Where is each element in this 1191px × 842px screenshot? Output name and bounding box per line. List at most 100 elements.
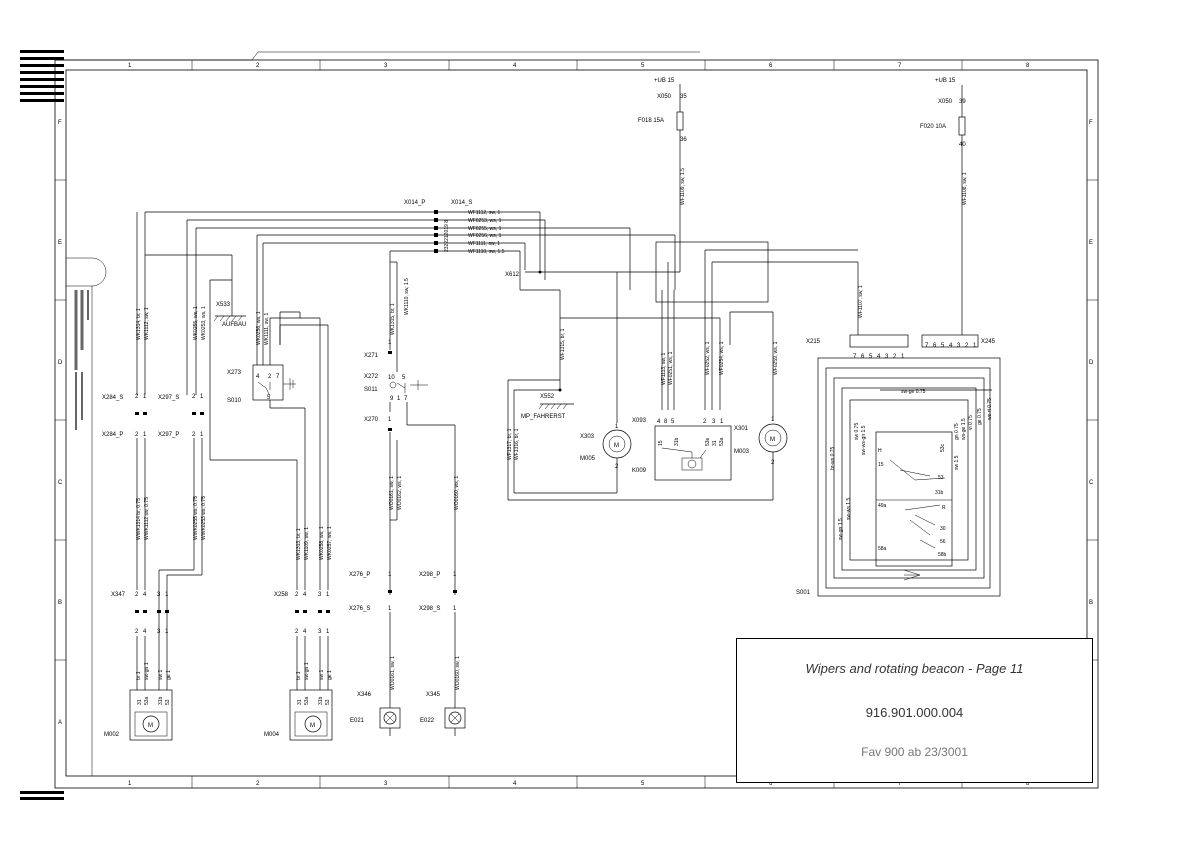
- s010-label: S010: [227, 398, 242, 404]
- m004-wire-ge: ge 1: [327, 670, 333, 680]
- supply-right-fuse: F020 10A: [920, 124, 946, 130]
- x215-pin-7: 7: [853, 354, 857, 360]
- svg-text:M: M: [770, 437, 775, 443]
- svg-text:M: M: [310, 723, 315, 729]
- motor-m005-branch: WF1315, br, 1 X552 MP_FAHRERST WF1317, b…: [507, 272, 773, 501]
- m002-label: M002: [104, 732, 120, 738]
- trunk-pins: 2322212019 8: [444, 220, 450, 252]
- relay-k009-coil-icon: [687, 459, 697, 469]
- margin-notes: [66, 257, 107, 776]
- wire-wk0258: WK0258, ws, 1: [319, 526, 325, 560]
- m002-wire-swgn: sw-gn 1: [144, 662, 150, 680]
- s001-wire-swge: sw-ge 0.75: [901, 389, 926, 395]
- wire-wk0253: WK0253, ws, 1: [201, 306, 207, 340]
- m002-term-31b: 31b: [158, 696, 164, 705]
- grid-col-4: 4: [513, 63, 517, 69]
- s001-term-56: 56: [940, 539, 946, 545]
- svg-text:M: M: [148, 723, 153, 729]
- m002-term-53a: 53a: [144, 696, 150, 705]
- s001-wire-swgn: sw-gn 1.5: [838, 518, 844, 540]
- x298-p-label: X298_P: [419, 572, 440, 578]
- wire-wk1314: WK1314, br, 1: [136, 308, 142, 340]
- m002-term-31: 31: [137, 699, 143, 705]
- switch-s010: [252, 364, 284, 401]
- x297-p-label: X297_P: [158, 432, 179, 438]
- wire-wwk1112: WWK1112 sw, 0.75: [144, 497, 150, 540]
- wire-wwk1314: WWK1314 br, 0.75: [136, 498, 142, 540]
- x297-pin-2: 2: [192, 394, 196, 400]
- x245-label: X245: [981, 339, 996, 345]
- x347-pin-b: 4: [143, 592, 147, 598]
- x245-pin-7: 7: [925, 343, 929, 349]
- inner-frame: [65, 69, 1088, 777]
- wire-wk0256: WK0256, ws, 1: [256, 311, 262, 345]
- wire-wf0251: WF0251, ws, 1: [668, 351, 674, 385]
- m002-wire-br: br 1: [136, 671, 142, 680]
- x272-pin-10: 10: [388, 375, 395, 381]
- wire-wk1110: WK1110, sw, 1.5: [404, 278, 410, 315]
- grid-col-3: 3: [384, 63, 388, 69]
- s001-term-58b: 58b: [938, 552, 947, 558]
- x272-label: X272: [364, 374, 379, 380]
- x284-pin-2b: 2: [135, 432, 139, 438]
- x215-pin-5: 5: [869, 354, 873, 360]
- x347-pin-b2: 4: [143, 629, 147, 635]
- supply-left-connector: X050: [657, 94, 672, 100]
- m004-wire-swgn: sw-gn 1: [304, 662, 310, 680]
- mp-fahrerst-label: MP_FAHRERST: [521, 414, 566, 420]
- grid-row-e: E: [58, 240, 62, 246]
- x298-pin: 1: [453, 572, 457, 578]
- supply-left: +UB 15 X050 35 F018 15A 36 WF1109, sw, 1…: [638, 78, 687, 208]
- s001-wire-swwsgn: sw-ws-gn 1.5: [861, 425, 867, 455]
- supply-left-pin-out: 36: [680, 137, 687, 143]
- x298-s-label: X298_S: [419, 606, 440, 612]
- x258-pin-c: 3: [318, 592, 322, 598]
- x276-p-label: X276_P: [349, 572, 370, 578]
- m004-term-53: 53: [325, 699, 331, 705]
- drawing-model: Fav 900 ab 23/3001: [861, 745, 968, 759]
- x276-pin: 1: [388, 572, 392, 578]
- trunk-x014: X014_P X014_S 2322212019 8 WF1112, sw, 1…: [145, 200, 681, 291]
- wiper-m002-branch: WK1314, br, 1 WK1112, sw, 1 X284_S X284_…: [102, 212, 173, 741]
- grid-col-7: 7: [898, 63, 902, 69]
- m003-pin-1: 1: [771, 417, 775, 423]
- x297-pin-2b: 2: [192, 432, 196, 438]
- x258-pin-b2: 4: [303, 629, 307, 635]
- m005-pin-1: 1: [615, 424, 619, 430]
- trunk-wire-6: WF1110, sw, 1.5: [468, 249, 505, 255]
- k009-label: K009: [632, 468, 647, 474]
- grid-labels: 1 2 3 4 5 6 7 8 1 2 3 4 5 6 7 8 F E D C …: [58, 63, 1094, 787]
- grid-row-e-r: E: [1089, 240, 1093, 246]
- supply-right: +UB 15 X050 39 F020 10A 40 WF1108, sw, 1: [920, 78, 968, 335]
- binder-marks: [20, 50, 64, 800]
- beacon-lamps: X276_P X276_S 1 1 WO0161, sw, 1 X346 E02…: [349, 572, 466, 736]
- x270-label: X270: [364, 417, 379, 423]
- x258-pin-c2: 3: [318, 629, 322, 635]
- grid-col-4-b: 4: [513, 781, 517, 787]
- x245-pin-4: 4: [949, 343, 953, 349]
- wire-wf1315: WF1315, br, 1: [560, 328, 566, 360]
- x215-pin-1: 1: [901, 354, 905, 360]
- x273-pin-4: 4: [256, 374, 260, 380]
- s001-term-49a: 49a: [878, 503, 887, 509]
- x273-label: X273: [227, 370, 242, 376]
- x245-pin-2: 2: [965, 343, 969, 349]
- x093-pin-3: 3: [712, 419, 716, 425]
- m004-term-31b: 31b: [318, 696, 324, 705]
- wire-wo0162: WO0162, ws, 1: [397, 476, 403, 510]
- wire-wo0161: WO0161, sw, 1: [389, 476, 395, 510]
- x298-pin-b: 1: [453, 606, 457, 612]
- x552-label: X552: [540, 394, 555, 400]
- grid-col-8-b: 8: [1026, 781, 1030, 787]
- m004-wire-br: br 1: [296, 671, 302, 680]
- grid-row-b: B: [58, 600, 62, 606]
- s001-wire-swws: sw-ws 1.5: [846, 498, 852, 520]
- x258-pin-d2: 1: [326, 629, 330, 635]
- grid-col-1: 1: [128, 63, 132, 69]
- motor-m003-branch: 1 M 2 X301 M003: [734, 417, 788, 500]
- x272-pin-5: 5: [402, 375, 406, 381]
- x215-pin-3: 3: [885, 354, 889, 360]
- x347-label: X347: [111, 592, 126, 598]
- k009-term-31: 31: [712, 440, 718, 446]
- grid-row-f: F: [58, 120, 62, 126]
